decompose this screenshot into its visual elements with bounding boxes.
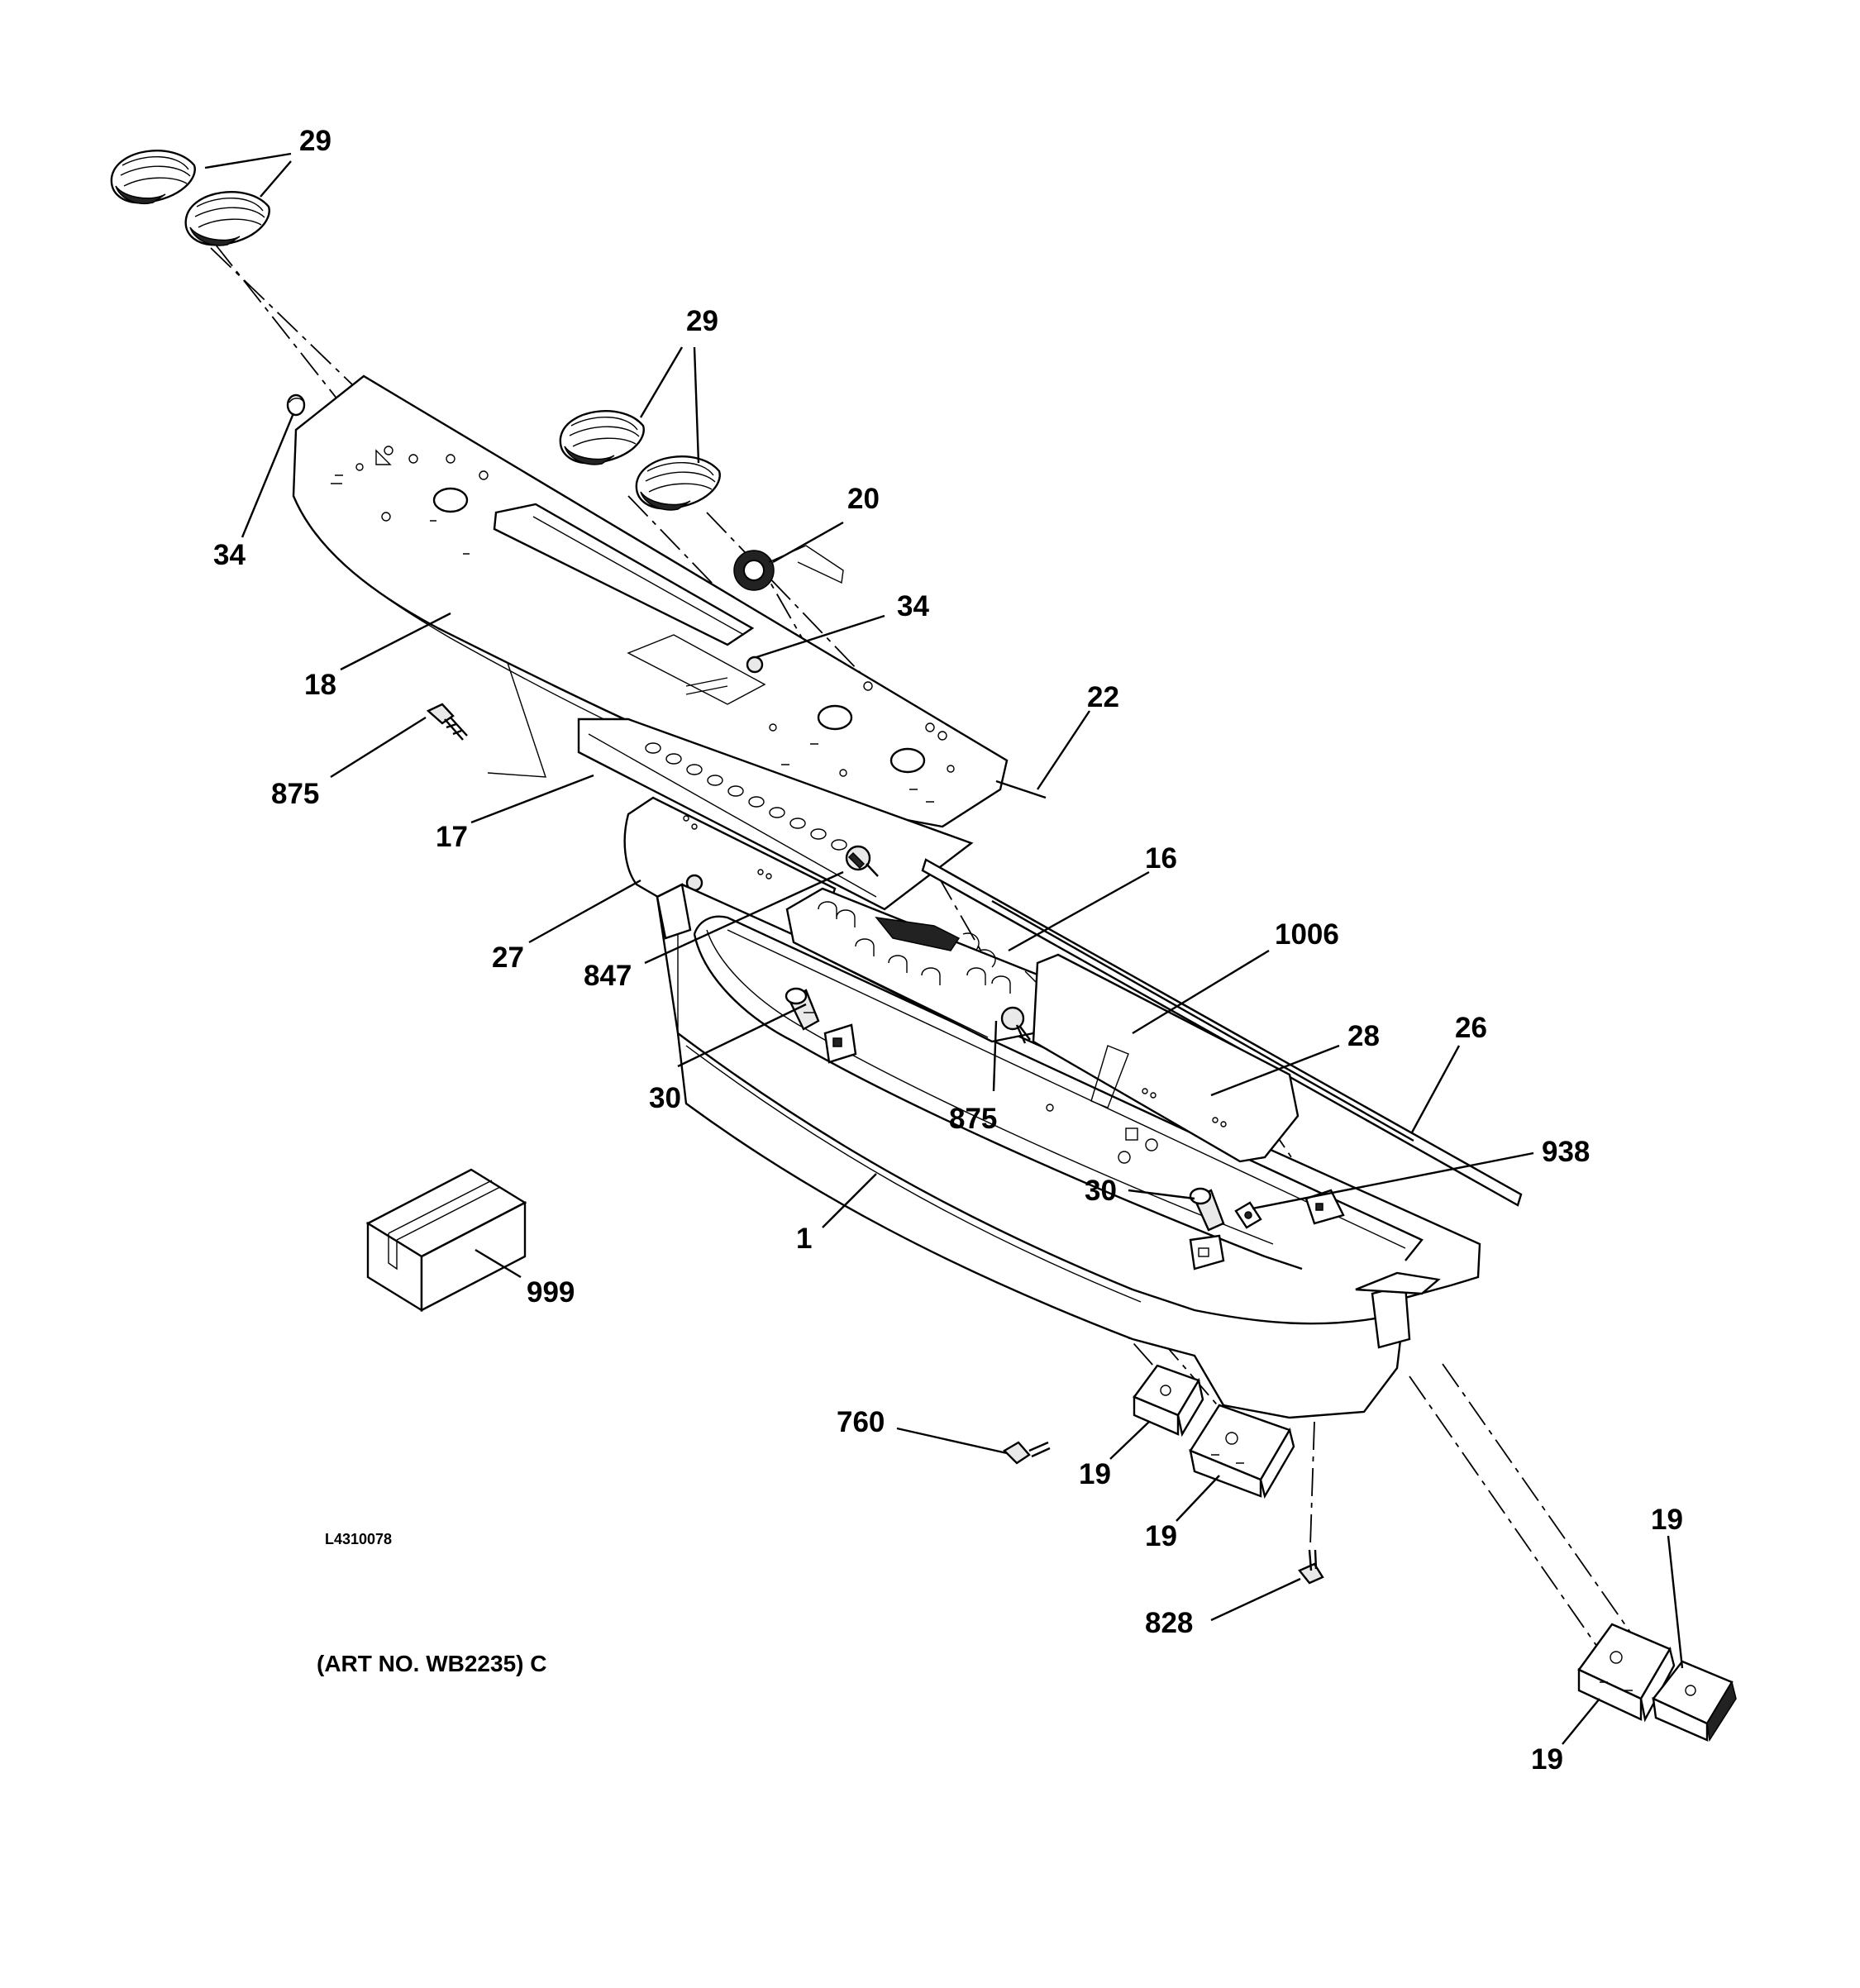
light-socket-30-left — [785, 987, 820, 1031]
callout-labels: 29 29 20 34 34 18 875 22 17 16 27 847 10… — [213, 125, 1683, 1776]
screw-828 — [1298, 1549, 1324, 1585]
callout-875-left: 875 — [271, 778, 319, 810]
callout-29-top: 29 — [299, 125, 331, 157]
callout-28: 28 — [1347, 1020, 1380, 1052]
callout-34-center: 34 — [897, 590, 929, 622]
callout-847: 847 — [584, 960, 632, 992]
callout-29-center: 29 — [686, 305, 718, 337]
display-board-16 — [785, 887, 1052, 1043]
callout-19-a: 19 — [1079, 1458, 1111, 1490]
callout-27: 27 — [492, 942, 524, 974]
panel-button-34-left — [286, 393, 306, 417]
knob-center-right — [635, 455, 721, 511]
callout-18: 18 — [304, 669, 336, 701]
screw-760 — [1003, 1441, 1051, 1465]
callout-19-d: 19 — [1531, 1743, 1563, 1776]
control-20 — [733, 545, 844, 591]
clip-938 — [1234, 1201, 1262, 1229]
control-panel-faceplate — [292, 374, 1009, 837]
leader-lines — [204, 152, 1684, 1745]
art-code: L4310078 — [325, 1531, 392, 1547]
callout-30-right: 30 — [1085, 1175, 1117, 1207]
trim-strip-26 — [921, 858, 1523, 1207]
screw-847 — [845, 845, 879, 877]
callout-760: 760 — [837, 1406, 885, 1438]
infinite-switch-19-b — [1189, 1404, 1295, 1499]
callout-16: 16 — [1145, 842, 1177, 875]
carton-box-999 — [365, 1168, 527, 1313]
knob-upper-right — [184, 191, 270, 246]
callout-26: 26 — [1455, 1012, 1487, 1044]
callout-875-center: 875 — [949, 1103, 997, 1135]
infinite-switch-19-d — [1652, 1660, 1737, 1742]
light-socket-30-right — [1189, 1187, 1225, 1232]
control-board-17 — [577, 717, 974, 911]
callout-20: 20 — [847, 483, 880, 515]
callout-19-c: 19 — [1651, 1504, 1683, 1536]
main-housing-1 — [656, 883, 1481, 1419]
knob-center-left — [559, 410, 645, 465]
callout-828: 828 — [1145, 1607, 1193, 1639]
mounting-plate-right — [1032, 953, 1300, 1164]
callout-938: 938 — [1542, 1136, 1590, 1168]
screw-875-left — [426, 703, 468, 741]
art-number: (ART NO. WB2235) C — [317, 1651, 546, 1676]
lead-wire-22 — [995, 779, 1047, 799]
callout-19-b: 19 — [1145, 1520, 1177, 1552]
screw-875-center — [1000, 1006, 1031, 1044]
callout-1006: 1006 — [1275, 918, 1339, 951]
infinite-switch-19-a — [1133, 1364, 1204, 1437]
callout-30-left: 30 — [649, 1082, 681, 1114]
callout-17: 17 — [436, 821, 468, 853]
knob-upper-left — [110, 150, 196, 204]
infinite-switch-19-c — [1577, 1623, 1676, 1723]
callout-34-left: 34 — [213, 539, 246, 571]
callout-999: 999 — [527, 1276, 575, 1309]
callout-1: 1 — [796, 1223, 812, 1255]
callout-22: 22 — [1087, 681, 1119, 713]
